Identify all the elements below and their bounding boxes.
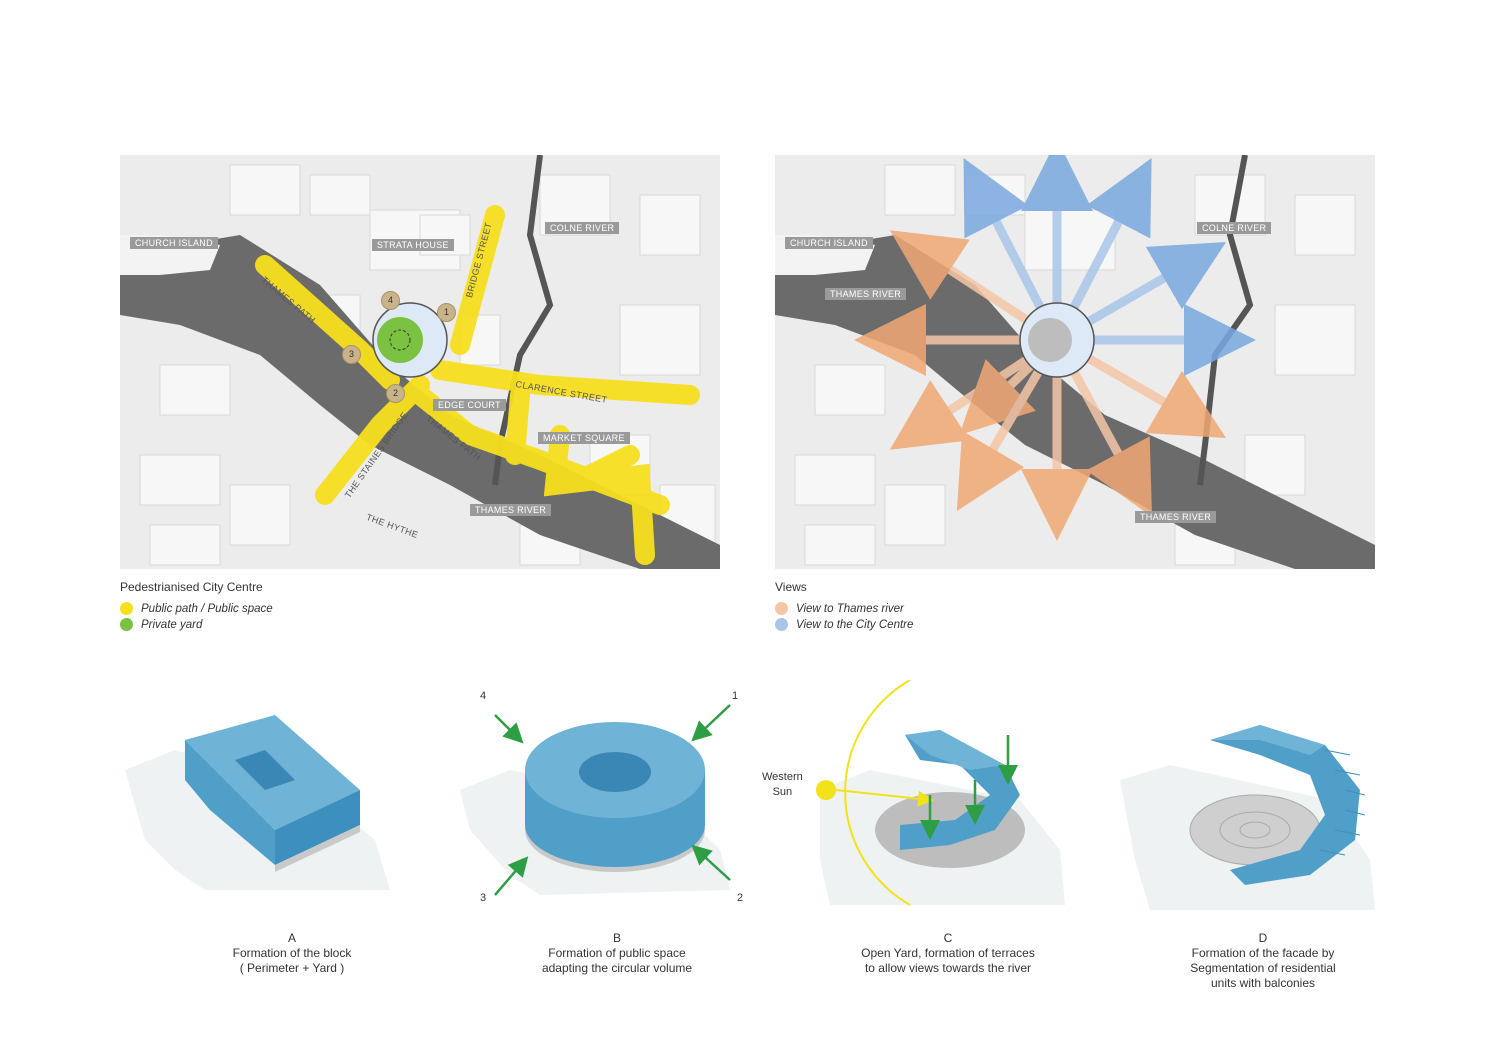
pedestrian-map-graphic [120,155,720,569]
blue-dot-icon [775,618,788,631]
orange-dot-icon [775,602,788,615]
label-church-island: CHURCH ISLAND [130,237,218,249]
caption-c: C Open Yard, formation of terraces to al… [828,931,1068,976]
label-church-island: CHURCH ISLAND [785,237,873,249]
right-map-title: Views [775,580,807,594]
caption-d-line2: Segmentation of residential [1190,961,1336,975]
caption-d-line1: Formation of the facade by [1191,946,1335,960]
direction-num-3: 3 [480,892,487,904]
label-strata-house: STRATA HOUSE [372,239,454,251]
label-market-square: MARKET SQUARE [538,432,630,444]
label-thames-river-2: THAMES RIVER [1135,511,1217,523]
legend-view-thames-label: View to Thames river [796,602,904,615]
label-thames-river: THAMES RIVER [470,504,552,516]
caption-a-line2: ( Perimeter + Yard ) [239,961,345,975]
label-edge-court: EDGE COURT [433,399,506,411]
diagram-d-facade [1120,725,1375,910]
label-thames-river: THAMES RIVER [825,288,907,300]
label-colne-river: COLNE RIVER [545,222,620,234]
caption-b-line2: adapting the circular volume [541,961,693,975]
legend-private-yard-label: Private yard [141,618,203,631]
caption-b: B Formation of public space adapting the… [507,931,727,976]
legend-view-city: View to the City Centre [775,618,913,631]
point-marker-2: 2 [386,384,405,403]
yellow-dot-icon [120,602,133,615]
diagram-b-ring [460,704,731,896]
point-marker-1: 1 [437,303,456,322]
legend-view-thames: View to Thames river [775,602,904,615]
caption-d-letter: D [1258,931,1268,945]
caption-a: A Formation of the block ( Perimeter + Y… [192,931,392,976]
caption-a-line1: Formation of the block [232,946,352,960]
caption-d-line3: units with balconies [1210,976,1316,990]
views-map: CHURCH ISLAND THAMES RIVER COLNE RIVER T… [775,155,1375,569]
point-marker-3: 3 [342,345,361,364]
diagram-a-block [125,715,390,890]
caption-c-line2: to allow views towards the river [864,961,1032,975]
legend-public-path: Public path / Public space [120,602,273,615]
western-sun-line2: Sun [772,786,793,798]
western-sun-label: Western Sun [762,770,803,800]
pedestrian-map: CHURCH ISLAND STRATA HOUSE COLNE RIVER E… [120,155,720,569]
legend-public-path-label: Public path / Public space [141,602,273,615]
direction-num-1: 1 [732,690,739,702]
legend-view-city-label: View to the City Centre [796,618,914,631]
label-colne-river: COLNE RIVER [1197,222,1272,234]
caption-d: D Formation of the facade by Segmentatio… [1153,931,1373,991]
legend-private-yard: Private yard [120,618,202,631]
western-sun-line1: Western [762,771,803,783]
left-map-title: Pedestrianised City Centre [120,580,263,594]
caption-c-line1: Open Yard, formation of terraces [861,946,1035,960]
diagram-c-terraces [816,680,1065,906]
views-map-graphic [775,155,1375,569]
point-marker-4: 4 [381,291,400,310]
direction-num-4: 4 [480,690,487,702]
caption-c-letter: C [943,931,953,945]
direction-num-2: 2 [737,892,744,904]
green-dot-icon [120,618,133,631]
caption-a-letter: A [287,931,296,945]
caption-b-line1: Formation of public space [548,946,686,960]
caption-b-letter: B [612,931,621,945]
